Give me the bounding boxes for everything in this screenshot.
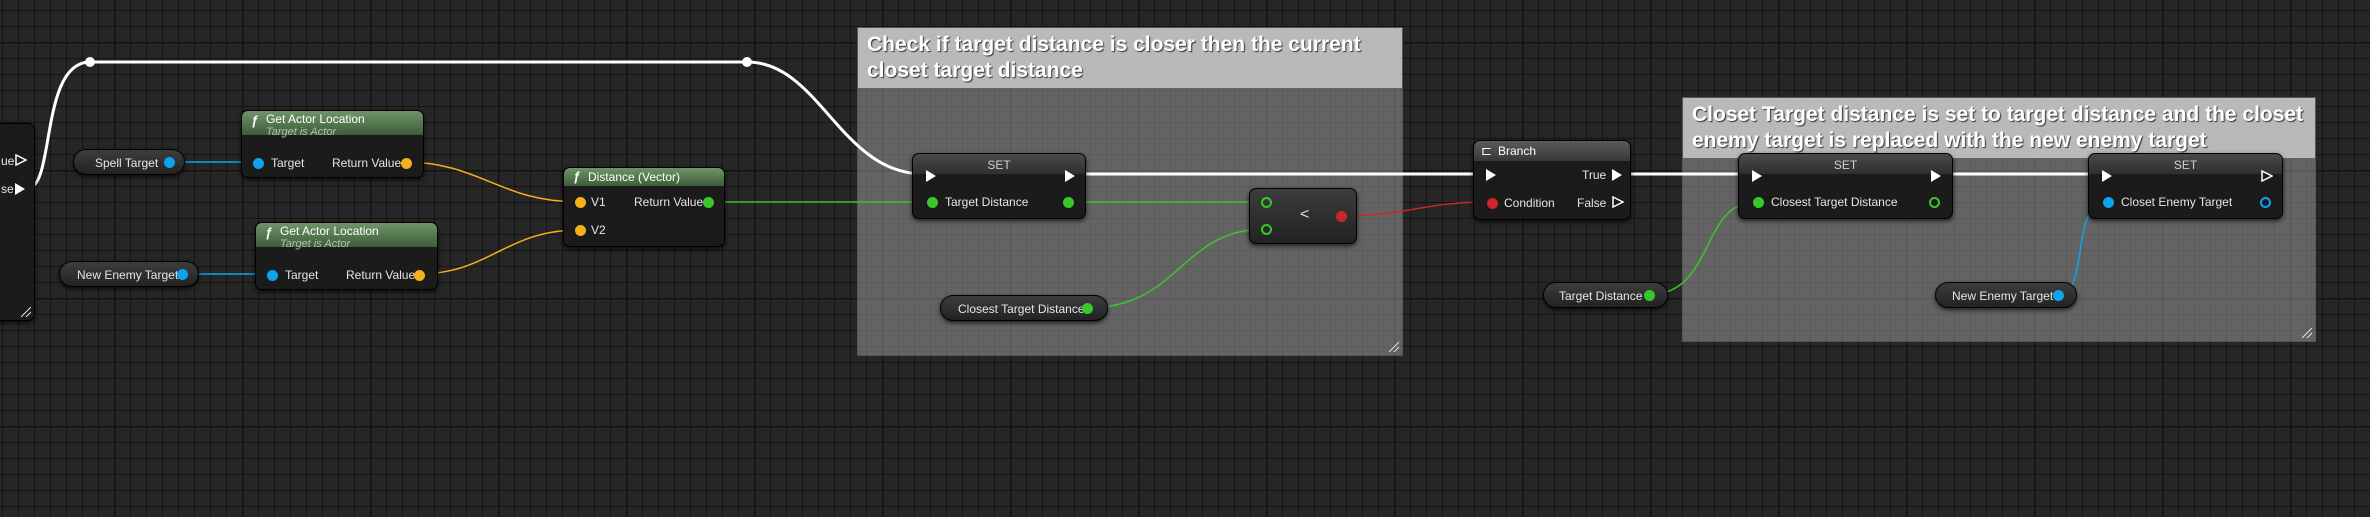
pin-label: ue xyxy=(1,154,15,168)
comment-title[interactable]: Check if target distance is closer then … xyxy=(858,28,1402,88)
pin-label: True xyxy=(1582,168,1607,182)
branch-icon: ⊏ xyxy=(1481,143,1492,158)
set-closest-target-distance-node[interactable]: SET Closest Target Distance xyxy=(1738,153,1953,219)
exec-pin-icon[interactable] xyxy=(15,153,28,167)
object-pin[interactable] xyxy=(2103,197,2114,208)
node-subtitle: Target is Actor xyxy=(280,238,351,250)
variable-label: Spell Target xyxy=(95,156,159,170)
variable-label: New Enemy Target xyxy=(77,268,179,282)
pin-label: Target Distance xyxy=(945,195,1029,209)
exec-pin-icon[interactable] xyxy=(2102,170,2112,182)
pin-label: Return Value xyxy=(634,195,704,209)
vector-wire xyxy=(403,161,580,203)
resize-grip-icon[interactable] xyxy=(2302,328,2312,338)
node-header: ƒ Distance (Vector) xyxy=(564,168,724,186)
pin-label: Target xyxy=(285,268,319,282)
variable-label: Closest Target Distance xyxy=(958,302,1085,316)
bool-pin[interactable] xyxy=(1487,198,1498,209)
pin-label: Closet Enemy Target xyxy=(2121,195,2233,209)
set-closet-enemy-target-node[interactable]: SET Closet Enemy Target xyxy=(2088,153,2283,219)
exec-pin-icon[interactable] xyxy=(1486,169,1496,181)
float-pin[interactable] xyxy=(1063,197,1074,208)
exec-pin-icon[interactable] xyxy=(15,183,25,195)
pin-label: V1 xyxy=(591,195,606,209)
float-pin[interactable] xyxy=(927,197,938,208)
exec-pin-icon[interactable] xyxy=(1752,170,1762,182)
resize-grip-icon[interactable] xyxy=(1389,342,1399,352)
partial-node[interactable]: ue se xyxy=(0,123,35,321)
exec-pin-icon[interactable] xyxy=(1931,170,1941,182)
float-pin[interactable] xyxy=(1753,197,1764,208)
node-header: SET xyxy=(913,154,1085,174)
get-actor-location-node[interactable]: ƒ Get Actor Location Target is Actor Tar… xyxy=(255,222,438,290)
object-pin[interactable] xyxy=(267,270,278,281)
float-wire xyxy=(1086,228,1267,309)
node-title: Get Actor Location xyxy=(280,224,379,238)
vector-pin[interactable] xyxy=(401,158,412,169)
vector-pin[interactable] xyxy=(575,197,586,208)
object-pin[interactable] xyxy=(177,269,188,280)
variable-closest-target-distance[interactable]: Closest Target Distance xyxy=(940,295,1108,321)
variable-label: Target Distance xyxy=(1559,289,1643,303)
function-icon: ƒ xyxy=(573,169,581,184)
resize-grip-icon[interactable] xyxy=(21,307,31,317)
float-pin[interactable] xyxy=(1261,224,1272,235)
pin-label: Target xyxy=(271,156,305,170)
pin-label: Closest Target Distance xyxy=(1771,195,1898,209)
reroute-node xyxy=(85,57,95,67)
bool-wire xyxy=(1339,201,1491,217)
exec-pin-icon[interactable] xyxy=(926,170,936,182)
pin-label: False xyxy=(1577,196,1607,210)
compare-less-than-node[interactable]: < xyxy=(1249,188,1357,244)
pin-label: se xyxy=(1,182,14,196)
get-actor-location-node[interactable]: ƒ Get Actor Location Target is Actor Tar… xyxy=(241,110,424,178)
float-pin[interactable] xyxy=(1644,290,1655,301)
exec-pin-icon[interactable] xyxy=(1065,170,1075,182)
compare-symbol: < xyxy=(1300,206,1310,223)
branch-node[interactable]: ⊏ Branch True Condition False xyxy=(1473,140,1631,220)
variable-new-enemy-target[interactable]: New Enemy Target xyxy=(59,261,199,287)
exec-pin-icon[interactable] xyxy=(2261,169,2274,183)
float-pin[interactable] xyxy=(703,197,714,208)
node-title: Branch xyxy=(1498,144,1537,158)
reroute-node xyxy=(742,57,752,67)
node-header: ƒ Get Actor Location Target is Actor xyxy=(242,111,423,138)
float-pin[interactable] xyxy=(1082,303,1093,314)
object-pin[interactable] xyxy=(164,157,175,168)
object-pin[interactable] xyxy=(2260,197,2271,208)
node-title: Distance (Vector) xyxy=(588,170,681,184)
vector-pin[interactable] xyxy=(575,225,586,236)
node-header: SET xyxy=(2089,154,2282,174)
variable-target-distance[interactable]: Target Distance xyxy=(1543,282,1668,308)
node-header: ⊏ Branch xyxy=(1474,141,1630,161)
pin-label: Return Value xyxy=(332,156,402,170)
variable-new-enemy-target[interactable]: New Enemy Target xyxy=(1935,282,2077,308)
pin-label: Return Value xyxy=(346,268,416,282)
comment-title[interactable]: Closet Target distance is set to target … xyxy=(1683,98,2315,158)
exec-pin-icon[interactable] xyxy=(1612,195,1625,209)
set-target-distance-node[interactable]: SET Target Distance xyxy=(912,153,1086,219)
variable-label: New Enemy Target xyxy=(1952,289,2054,303)
node-header: SET xyxy=(1739,154,1952,174)
exec-pin-icon[interactable] xyxy=(1612,169,1622,181)
object-pin[interactable] xyxy=(253,158,264,169)
float-pin[interactable] xyxy=(1261,197,1272,208)
vector-wire xyxy=(417,229,580,275)
variable-spell-target[interactable]: Spell Target xyxy=(73,149,185,175)
pin-label: Condition xyxy=(1504,196,1555,210)
pin-label: V2 xyxy=(591,223,606,237)
function-icon: ƒ xyxy=(251,113,259,128)
function-icon: ƒ xyxy=(265,225,273,240)
bool-pin[interactable] xyxy=(1336,211,1347,222)
node-subtitle: Target is Actor xyxy=(266,126,337,138)
object-pin[interactable] xyxy=(2053,290,2064,301)
distance-vector-node[interactable]: ƒ Distance (Vector) V1 Return Value V2 xyxy=(563,167,725,247)
node-title: Get Actor Location xyxy=(266,112,365,126)
float-pin[interactable] xyxy=(1929,197,1940,208)
vector-pin[interactable] xyxy=(414,270,425,281)
node-header: ƒ Get Actor Location Target is Actor xyxy=(256,223,437,250)
